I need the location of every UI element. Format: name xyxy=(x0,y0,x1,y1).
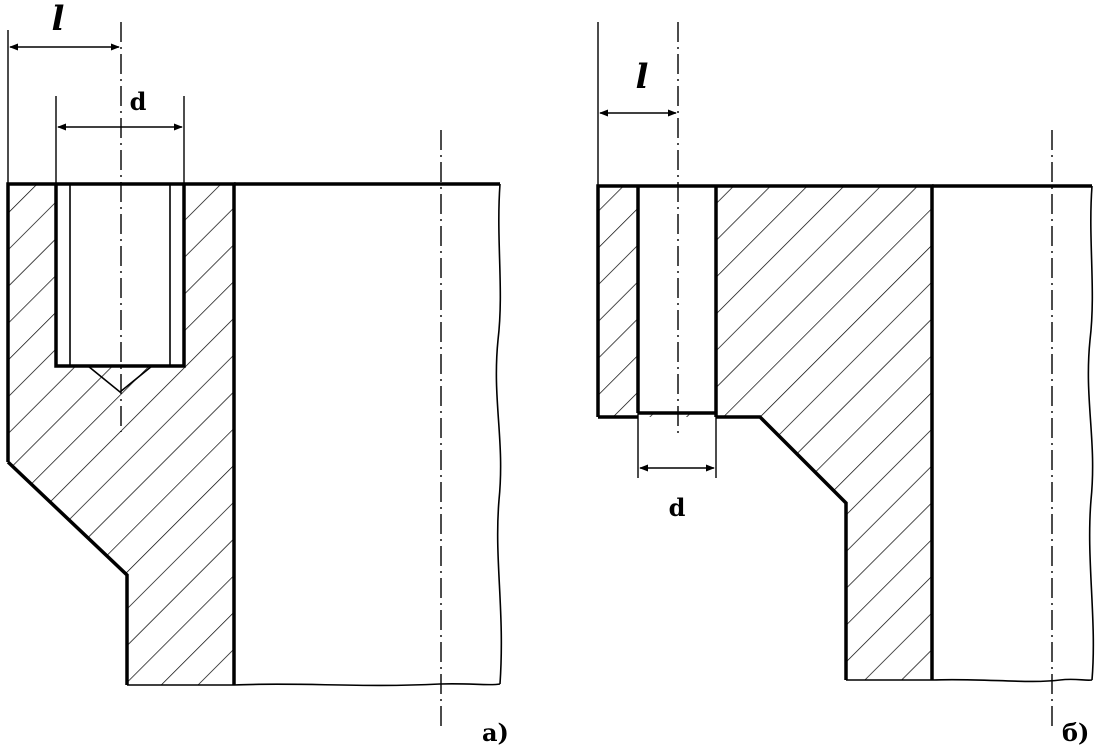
figure-a-label-d: d xyxy=(130,87,147,116)
figure-b-label-d: d xyxy=(669,493,686,522)
figure-b-hole xyxy=(638,186,716,413)
figure-a: l d а) xyxy=(6,0,509,747)
figure-b-bottom-edge xyxy=(846,678,1093,683)
figure-b-label-l: l xyxy=(636,57,649,97)
figure-b-hatched-section xyxy=(598,186,932,680)
figure-b-section-outline xyxy=(596,184,934,680)
figure-a-hatched-section xyxy=(8,184,234,685)
figure-a-bottom-edge xyxy=(127,682,501,687)
figure-a-break-line xyxy=(495,183,503,685)
figure-a-label-l: l xyxy=(52,0,65,39)
figure-b: l d б) xyxy=(596,22,1095,747)
figure-a-hole-outline xyxy=(54,184,186,368)
figure-a-hole xyxy=(56,184,184,366)
figure-a-drill-point xyxy=(87,365,153,394)
figure-a-caption: а) xyxy=(482,718,509,747)
figure-b-caption: б) xyxy=(1062,718,1089,747)
figure-b-break-line xyxy=(1087,185,1095,681)
